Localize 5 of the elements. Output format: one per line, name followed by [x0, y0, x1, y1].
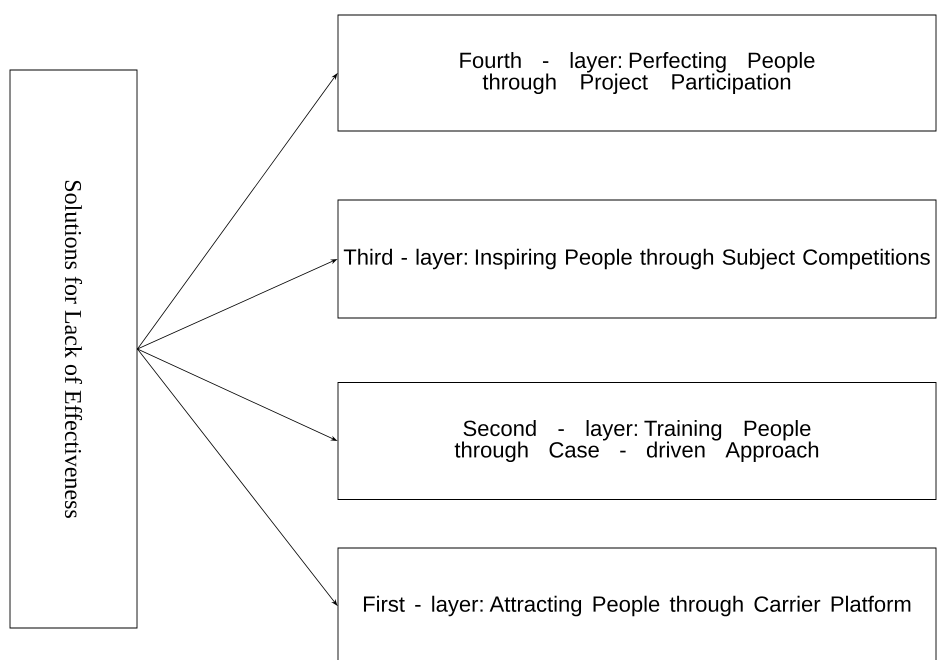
layer-box: Fourth - layer: Perfecting People through Project Participation — [338, 14, 936, 132]
layer-box: Second - layer: Training People through Case - driven Approach — [338, 382, 936, 500]
layer-box: First - layer: Attracting People through Carrier Platform — [338, 548, 936, 660]
title-box: Solutions for Lack of Effectiveness — [10, 70, 138, 628]
layer-box: Third - layer: Inspiring People through Subject Competitions — [338, 200, 936, 318]
